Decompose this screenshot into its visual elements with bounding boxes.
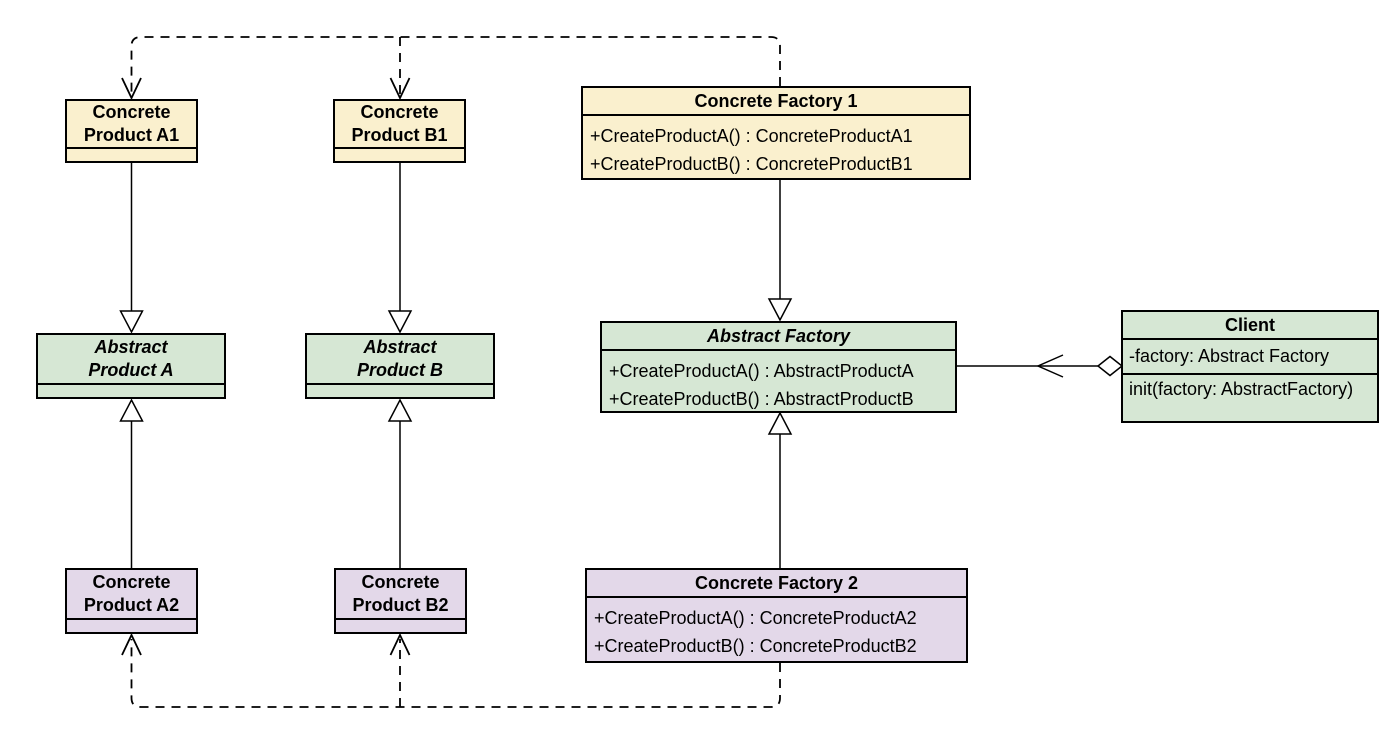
open-arrowhead — [121, 632, 142, 656]
empty-compartment — [38, 385, 224, 397]
class-name: Concrete Product A2 — [67, 570, 196, 620]
hollow-triangle-arrowhead — [119, 398, 144, 422]
class-concrete-factory-1: Concrete Factory 1 +CreateProductA() : C… — [581, 86, 971, 180]
aggregation-client-to-abstract-factory — [957, 354, 1124, 378]
methods-compartment: +CreateProductA() : ConcreteProductA1 +C… — [583, 116, 969, 178]
generalization-factory2-to-abstract-factory — [767, 411, 793, 568]
class-name: Concrete Product B1 — [335, 101, 464, 149]
dependency-factory2-to-products — [121, 632, 781, 708]
method: +CreateProductA() : ConcreteProductA1 — [590, 126, 913, 146]
class-concrete-product-a1: Concrete Product A1 — [65, 99, 198, 163]
class-client: Client -factory: Abstract Factory init(f… — [1121, 310, 1379, 423]
method: +CreateProductA() : ConcreteProductA2 — [594, 608, 917, 628]
class-name: Abstract Factory — [602, 323, 955, 351]
class-concrete-product-b2: Concrete Product B2 — [334, 568, 467, 634]
open-arrowhead — [1036, 354, 1064, 378]
dependency-factory1-to-products — [121, 36, 781, 101]
attribute: -factory: Abstract Factory — [1129, 346, 1330, 366]
attributes-compartment: -factory: Abstract Factory — [1123, 340, 1377, 375]
dependency-path — [130, 639, 781, 708]
class-name: Abstract Product A — [38, 335, 224, 385]
method: +CreateProductB() : ConcreteProductB1 — [590, 154, 913, 174]
methods-compartment: +CreateProductA() : ConcreteProductA2 +C… — [587, 598, 966, 661]
methods-compartment: init(factory: AbstractFactory) — [1123, 375, 1377, 421]
empty-compartment — [67, 149, 196, 161]
method: +CreateProductA() : AbstractProductA — [609, 361, 914, 381]
generalization-b1-to-abstract-product-b — [387, 163, 413, 334]
empty-compartment — [335, 149, 464, 161]
methods-compartment: +CreateProductA() : AbstractProductA +Cr… — [602, 351, 955, 413]
open-arrowhead — [389, 77, 411, 101]
class-concrete-product-b1: Concrete Product B1 — [333, 99, 466, 163]
generalization-a2-to-abstract-product-a — [119, 398, 144, 568]
class-concrete-factory-2: Concrete Factory 2 +CreateProductA() : C… — [585, 568, 968, 663]
class-abstract-product-a: Abstract Product A — [36, 333, 226, 399]
hollow-triangle-arrowhead — [767, 411, 793, 435]
method: init(factory: AbstractFactory) — [1129, 379, 1354, 399]
class-name: Concrete Product A1 — [67, 101, 196, 149]
empty-compartment — [307, 385, 493, 397]
class-name: Client — [1123, 312, 1377, 340]
class-name: Concrete Product B2 — [336, 570, 465, 620]
generalization-b2-to-abstract-product-b — [387, 398, 413, 568]
class-abstract-product-b: Abstract Product B — [305, 333, 495, 399]
class-name: Concrete Factory 1 — [583, 88, 969, 116]
class-concrete-product-a2: Concrete Product A2 — [65, 568, 198, 634]
class-name: Abstract Product B — [307, 335, 493, 385]
hollow-triangle-arrowhead — [387, 398, 413, 422]
hollow-triangle-arrowhead — [387, 310, 413, 334]
empty-compartment — [336, 620, 465, 632]
generalization-factory1-to-abstract-factory — [767, 180, 793, 322]
generalization-a1-to-abstract-product-a — [119, 163, 144, 334]
open-arrowhead — [121, 77, 142, 101]
aggregation-diamond — [1096, 355, 1124, 377]
method: +CreateProductB() : ConcreteProductB2 — [594, 636, 917, 656]
empty-compartment — [67, 620, 196, 632]
dependency-path — [130, 36, 781, 95]
class-name: Concrete Factory 2 — [587, 570, 966, 598]
class-abstract-factory: Abstract Factory +CreateProductA() : Abs… — [600, 321, 957, 413]
hollow-triangle-arrowhead — [767, 298, 793, 322]
open-arrowhead — [389, 632, 411, 656]
hollow-triangle-arrowhead — [119, 310, 144, 334]
method: +CreateProductB() : AbstractProductB — [609, 389, 914, 409]
